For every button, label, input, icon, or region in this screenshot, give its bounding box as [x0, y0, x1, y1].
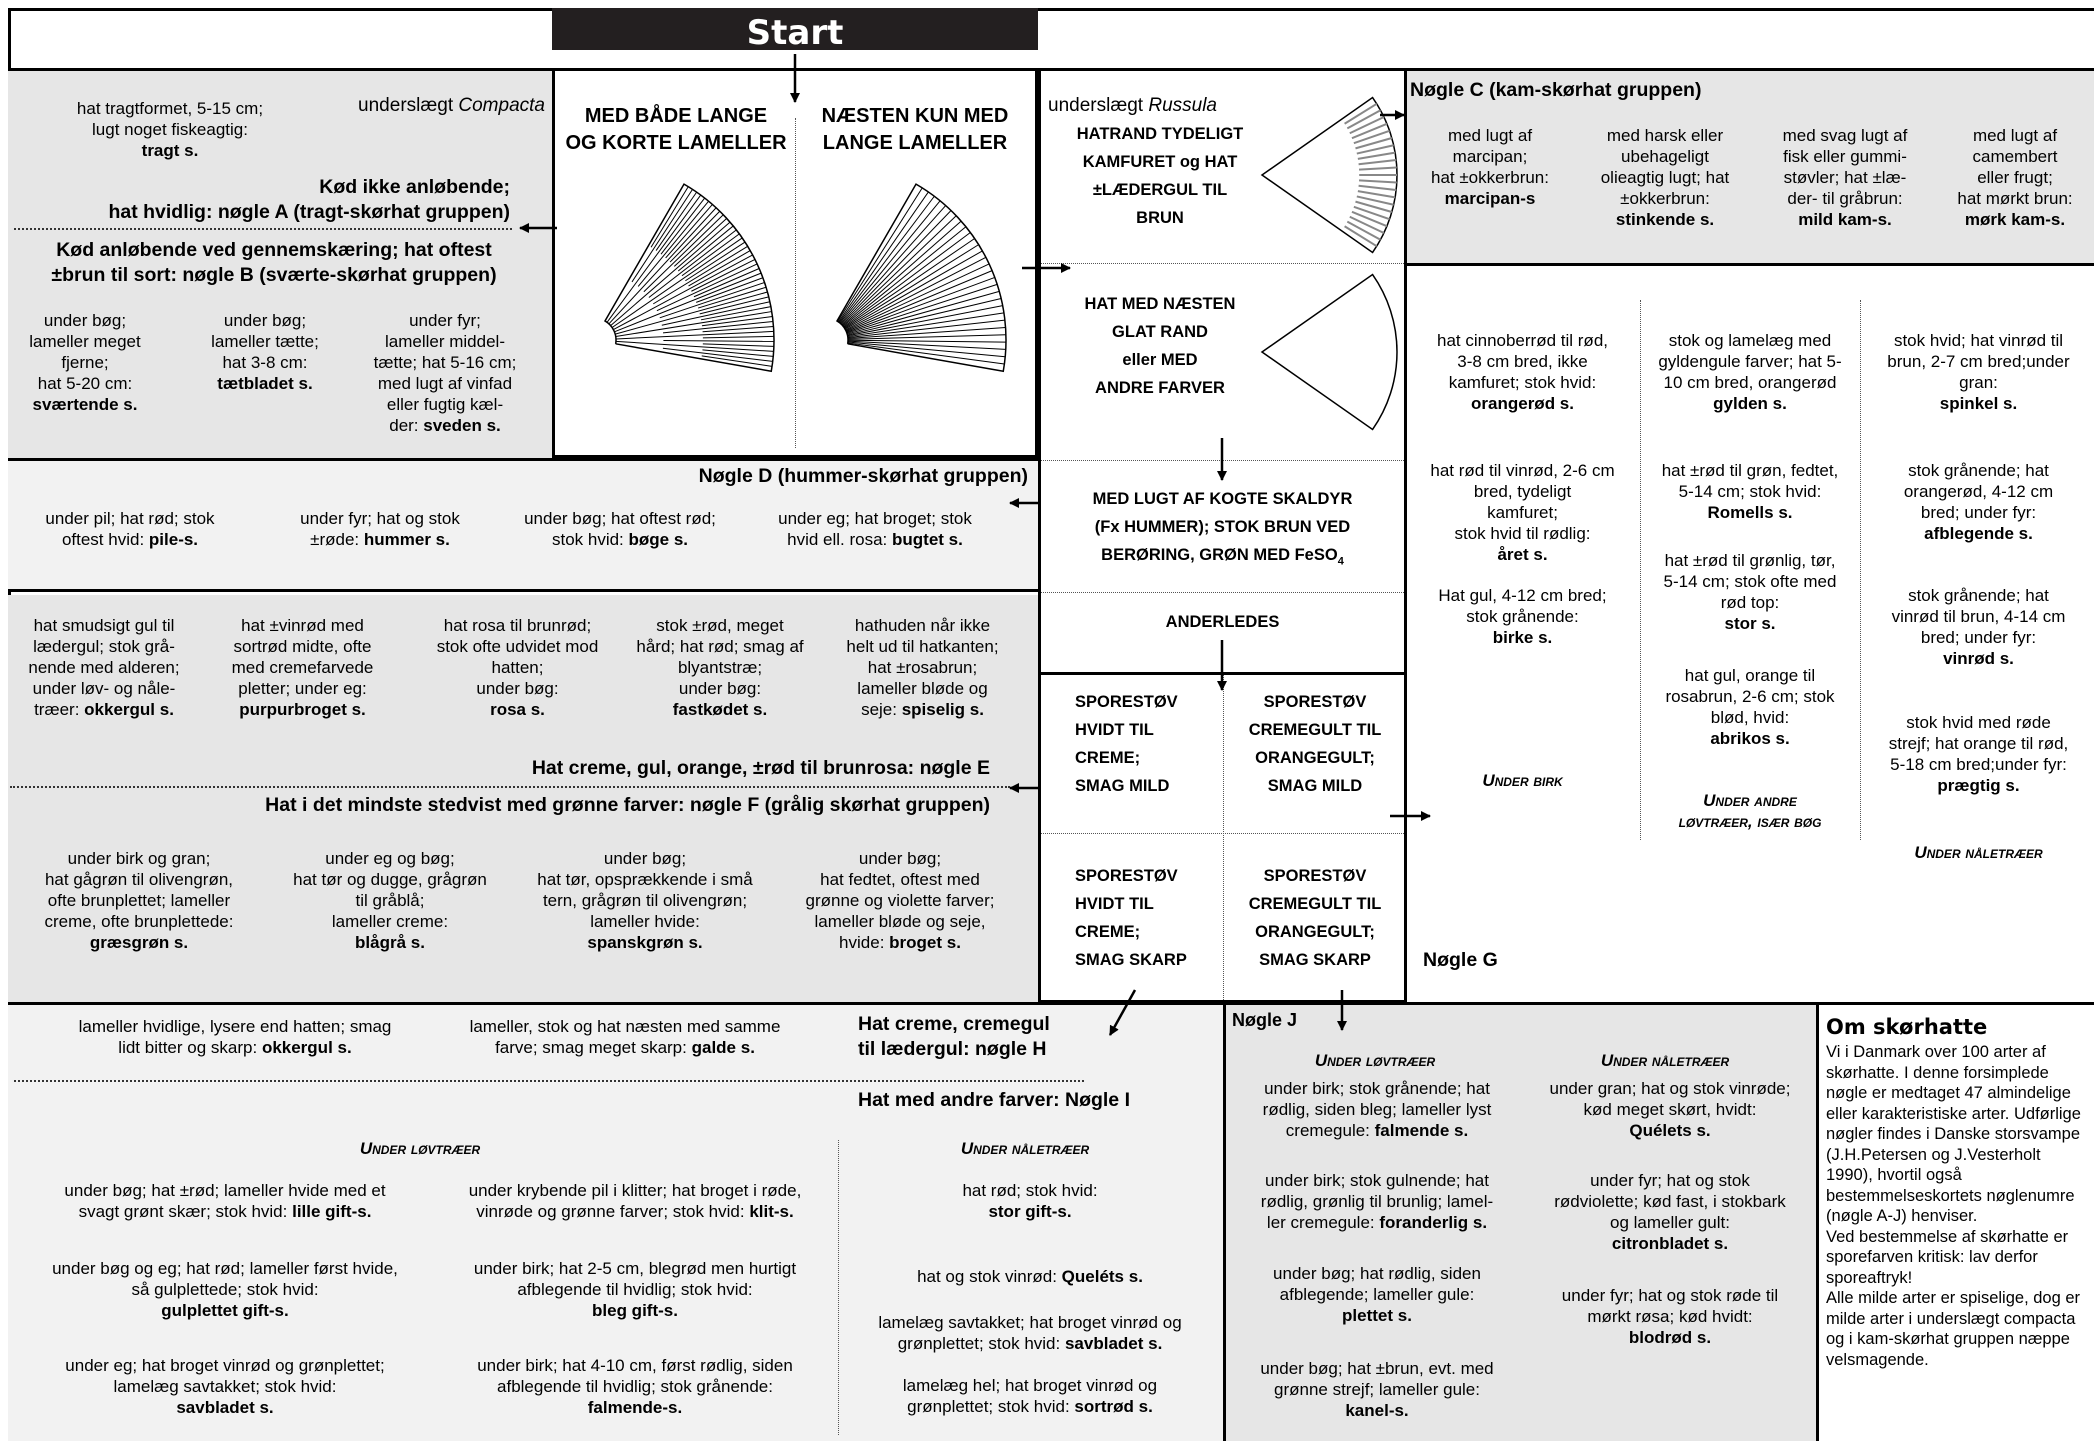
keyF-title: Hat i det mindste stedvist med grønne fa…: [265, 794, 990, 816]
keyI-a1: under bøg; hat ±rød; lameller hvide med …: [64, 1181, 386, 1221]
keyC-title: Nøgle C (kam-skørhat gruppen): [1410, 79, 1702, 101]
keyE-item-1: hat smudsigt gul til lædergul; stok grå-…: [28, 616, 180, 719]
keyEF-panel: [8, 595, 1038, 1005]
keyF-item-2: under eg og bøg; hat tør og dugge, grågr…: [293, 849, 487, 952]
keyG-c1-2: hat rød til vinrød, 2-6 cm bred, tydelig…: [1430, 461, 1615, 564]
keyC-item-1: med lugt af marcipan; hat ±okkerbrun:mar…: [1430, 126, 1549, 208]
keyG-c2-2: hat ±rød til grøn, fedtet, 5-14 cm; stok…: [1661, 461, 1839, 522]
keyG-c2-4: hat gul, orange til rosabrun, 2-6 cm; st…: [1665, 666, 1835, 748]
keyG-c3-label: Under nåletræer: [1914, 843, 2043, 862]
start-bar: [552, 8, 1038, 50]
russula-subgenus: underslægt Russula: [1048, 95, 1217, 116]
keyI-b3: under birk; hat 4-10 cm, først rødlig, s…: [477, 1356, 793, 1417]
keyH-item-2: lameller, stok og hat næsten med samme f…: [469, 1017, 781, 1057]
keyE-item-4: stok ±rød, meget hård; hat rød; smag af …: [636, 616, 804, 719]
keyG-c1-3: Hat gul, 4-12 cm bred; stok grånende:bir…: [1438, 586, 1607, 647]
keyD-item-3: under bøg; hat oftest rød; stok hvid: bø…: [524, 509, 716, 549]
about-title: Om skørhatte: [1826, 1015, 1988, 1039]
russula-box1: HATRAND TYDELIGT KAMFURET og HAT ±LÆDERG…: [1076, 125, 1244, 227]
keyI-naale-label: Under nåletræer: [960, 1139, 1090, 1158]
keyI-c2: hat og stok vinrød: Queléts s.: [917, 1267, 1143, 1286]
keyD-item-4: under eg; hat broget; stok hvid ell. ros…: [778, 509, 972, 549]
keyJ-panel: [1223, 1002, 1816, 1441]
keyG-c2-1: stok og lamelæg med gyldengule farver; h…: [1658, 331, 1842, 413]
compacta-item-3: under fyr; lameller middel- tætte; hat 5…: [373, 311, 517, 435]
keyI-a3: under eg; hat broget vinrød og grønplett…: [65, 1356, 385, 1417]
tragt-desc: hat tragtformet, 5-15 cm; lugt noget fis…: [76, 99, 264, 160]
spore-box-1: SPORESTØV HVIDT TIL CREME; SMAG MILD: [1075, 693, 1178, 795]
keyD-title: Nøgle D (hummer-skørhat gruppen): [698, 465, 1028, 487]
keyD-item-1: under pil; hat rød; stok oftest hvid: pi…: [45, 509, 215, 549]
keyI-lov-label: Under løvtræer: [359, 1139, 481, 1158]
keyJ-b3: under fyr; hat og stok røde til mørkt rø…: [1561, 1286, 1779, 1347]
spore-box-4: SPORESTØV CREMEGULT TIL ORANGEGULT; SMAG…: [1248, 867, 1382, 969]
keyF-item-3: under bøg; hat tør, opsprækkende i små t…: [537, 849, 753, 952]
compacta-subgenus: underslægt Compacta: [358, 95, 545, 116]
keyB-label: Kød anløbende ved gennemskæring; hat oft…: [51, 239, 497, 286]
keyE-item-3: hat rosa til brunrød; stok ofte udvidet …: [436, 616, 599, 719]
keyJ-a4: under bøg; hat ±brun, evt. med grønne st…: [1260, 1359, 1494, 1420]
keyJ-b2: under fyr; hat og stok rødviolette; kød …: [1554, 1171, 1786, 1253]
keyJ-a3: under bøg; hat rødlig, siden afblegende;…: [1273, 1264, 1481, 1325]
keyI-c3: lamelæg savtakket; hat broget vinrød og …: [878, 1313, 1182, 1353]
about-panel: [1816, 1002, 2094, 1441]
keyA-label: Kød ikke anløbende; hat hvidlig: nøgle A…: [108, 176, 510, 223]
keyG-c3-2: stok grånende; hat orangerød, 4-12 cm br…: [1903, 461, 2054, 543]
keyJ-lov-label: Under løvtræer: [1314, 1051, 1436, 1070]
spore-box-2: SPORESTØV CREMEGULT TIL ORANGEGULT; SMAG…: [1248, 693, 1382, 795]
keyF-item-1: under birk og gran; hat gågrøn til olive…: [44, 849, 234, 952]
keyE-item-5: hathuden når ikke helt ud til hatkanten;…: [846, 616, 999, 719]
compacta-panel: [8, 71, 552, 458]
keyE-item-2: hat ±vinrød med sortrød midte, ofte med …: [231, 616, 374, 719]
keyE-title: Hat creme, gul, orange, ±rød til brunros…: [531, 757, 990, 779]
keyH-item-1: lameller hvidlige, lysere end hatten; sm…: [78, 1017, 392, 1057]
keyC-item-2: med harsk eller ubehageligt olieagtig lu…: [1600, 126, 1730, 229]
keyJ-naale-label: Under nåletræer: [1600, 1051, 1730, 1070]
keyG-c1-label: Under birk: [1482, 771, 1563, 790]
keyD-panel: [8, 458, 1038, 592]
keyD-item-2: under fyr; hat og stok ±røde: hummer s.: [300, 509, 460, 549]
keyC-item-4: med lugt af camembert eller frugt; hat m…: [1957, 126, 2073, 229]
about-text: Vi i Danmark over 100 arter af skørhatte…: [1826, 1043, 2081, 1369]
keyG-c2-3: hat ±rød til grønlig, tør, 5-14 cm; stok…: [1663, 551, 1837, 633]
compacta-item-2: under bøg; lameller tætte; hat 3-8 cm:tæ…: [211, 311, 319, 393]
keyG-c3-3: stok grånende; hat vinrød til brun, 4-14…: [1891, 586, 2066, 668]
keyG-title: Nøgle G: [1423, 949, 1498, 971]
lamellae-right-label: NÆSTEN KUN MED LANGE LAMELLER: [821, 105, 1009, 154]
keyI-title: Hat med andre farver: Nøgle I: [858, 1089, 1130, 1111]
keyHI-panel: [8, 1002, 1223, 1441]
keyF-item-4: under bøg; hat fedtet, oftest med grønne…: [805, 849, 995, 952]
keyG-c1-1: hat cinnoberrød til rød, 3-8 cm bred, ik…: [1436, 331, 1608, 413]
keyC-item-3: med svag lugt af fisk eller gummi- støvl…: [1782, 126, 1908, 229]
keyC-panel: [1404, 71, 2094, 263]
keyI-a2: under bøg og eg; hat rød; lameller først…: [52, 1259, 398, 1320]
keyJ-a1: under birk; stok grånende; hat rødlig, s…: [1262, 1079, 1492, 1140]
russula-box2: HAT MED NÆSTEN GLAT RAND eller MED ANDRE…: [1084, 295, 1236, 397]
keyI-b1: under krybende pil i klitter; hat broget…: [468, 1181, 802, 1221]
spore-box-3: SPORESTØV HVIDT TIL CREME; SMAG SKARP: [1075, 867, 1187, 969]
keyI-b2: under birk; hat 2-5 cm, blegrød men hurt…: [473, 1259, 797, 1320]
russula-box4: ANDERLEDES: [1165, 613, 1280, 631]
compacta-item-1: under bøg; lameller meget fjerne; hat 5-…: [29, 311, 141, 414]
keyG-c2-label: Under andre løvtræer, især bøg: [1678, 791, 1822, 831]
start-label: Start: [746, 13, 844, 53]
keyG-c3-1: stok hvid; hat vinrød til brun, 2-7 cm b…: [1887, 331, 2070, 413]
keyG-c3-4: stok hvid med røde strejf; hat orange ti…: [1888, 713, 2069, 795]
keyH-title: Hat creme, cremegul til lædergul: nøgle …: [858, 1013, 1050, 1060]
lamellae-left-label: MED BÅDE LANGE OG KORTE LAMELLER: [565, 105, 787, 154]
keyI-c1: hat rød; stok hvid:stor gift-s.: [962, 1181, 1098, 1221]
keyJ-b1: under gran; hat og stok vinrøde; kød meg…: [1549, 1079, 1791, 1140]
russula-box3: MED LUGT AF KOGTE SKALDYR (Fx HUMMER); S…: [1092, 490, 1353, 568]
keyJ-title: Nøgle J: [1232, 1010, 1298, 1030]
keyI-c4: lamelæg hel; hat broget vinrød og grønpl…: [902, 1376, 1158, 1416]
keyJ-a2: under birk; stok gulnende; hat rødlig, g…: [1260, 1171, 1494, 1232]
